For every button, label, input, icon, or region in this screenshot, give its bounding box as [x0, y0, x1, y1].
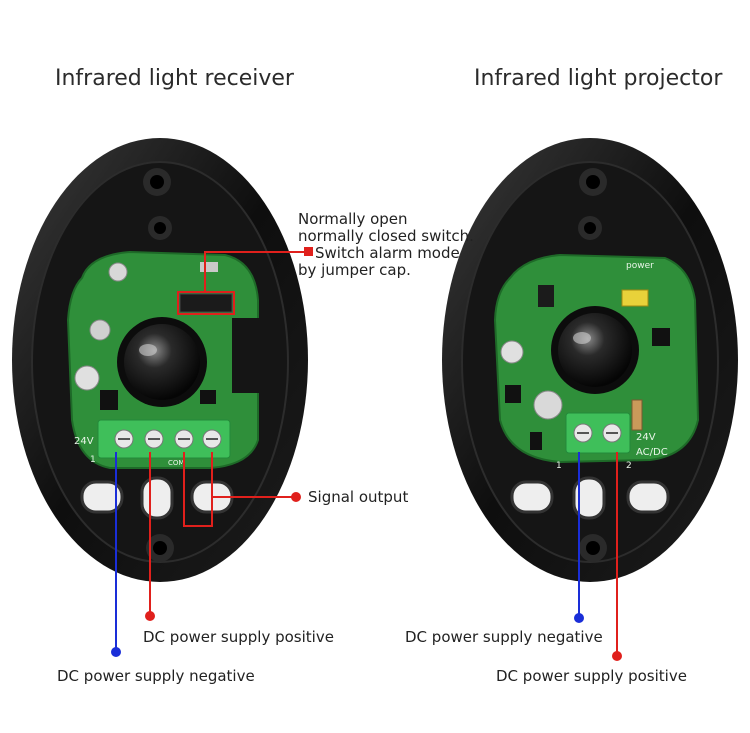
receiver-ir-lens — [124, 324, 200, 400]
projector-capacitor — [533, 390, 563, 420]
jumper-annotation-line4: by jumper cap. — [298, 261, 411, 279]
receiver-negative-label: DC power supply negative — [57, 667, 255, 685]
receiver-wire-slot-left — [80, 480, 124, 514]
receiver-positive-label: DC power supply positive — [143, 628, 334, 646]
receiver-pin1-label: 1 — [90, 455, 96, 465]
receiver-relay — [232, 318, 268, 393]
projector-yellow-capacitor — [621, 289, 649, 307]
receiver-unit: 24V 1 COM — [12, 138, 308, 582]
jumper-annotation: Normally open normally closed switch. Sw… — [298, 211, 474, 279]
receiver-capacitor — [74, 365, 100, 391]
projector-pin1-label: 1 — [556, 461, 562, 471]
receiver-signal-callout — [183, 452, 296, 527]
projector-ir-lens — [558, 313, 632, 387]
projector-negative-label: DC power supply negative — [405, 628, 603, 646]
projector-title: Infrared light projector — [474, 66, 723, 91]
projector-acdc-label: AC/DC — [636, 447, 668, 458]
projector-pin2-label: 2 — [626, 461, 632, 471]
receiver-jumper-callout — [177, 251, 305, 315]
receiver-terminal-block — [97, 419, 231, 459]
jumper-annotation-line3: Switch alarm mode — [315, 244, 460, 262]
jumper-annotation-line2: normally closed switch. — [298, 227, 474, 245]
projector-24v-label: 24V — [636, 432, 656, 443]
signal-output-label: Signal output — [308, 488, 409, 506]
receiver-com-label: COM — [168, 459, 184, 467]
projector-wire-slot-left — [510, 480, 554, 514]
projector-positive-label: DC power supply positive — [496, 667, 687, 685]
receiver-jumper-cap — [179, 293, 233, 313]
projector-unit: power 24V AC/DC 1 2 — [442, 138, 738, 582]
projector-terminal-block — [565, 412, 631, 454]
projector-wire-slot-right — [626, 480, 670, 514]
receiver-24v-label: 24V — [74, 436, 94, 447]
receiver-title: Infrared light receiver — [55, 66, 294, 91]
projector-power-label: power — [626, 261, 654, 271]
jumper-annotation-line1: Normally open — [298, 210, 408, 228]
